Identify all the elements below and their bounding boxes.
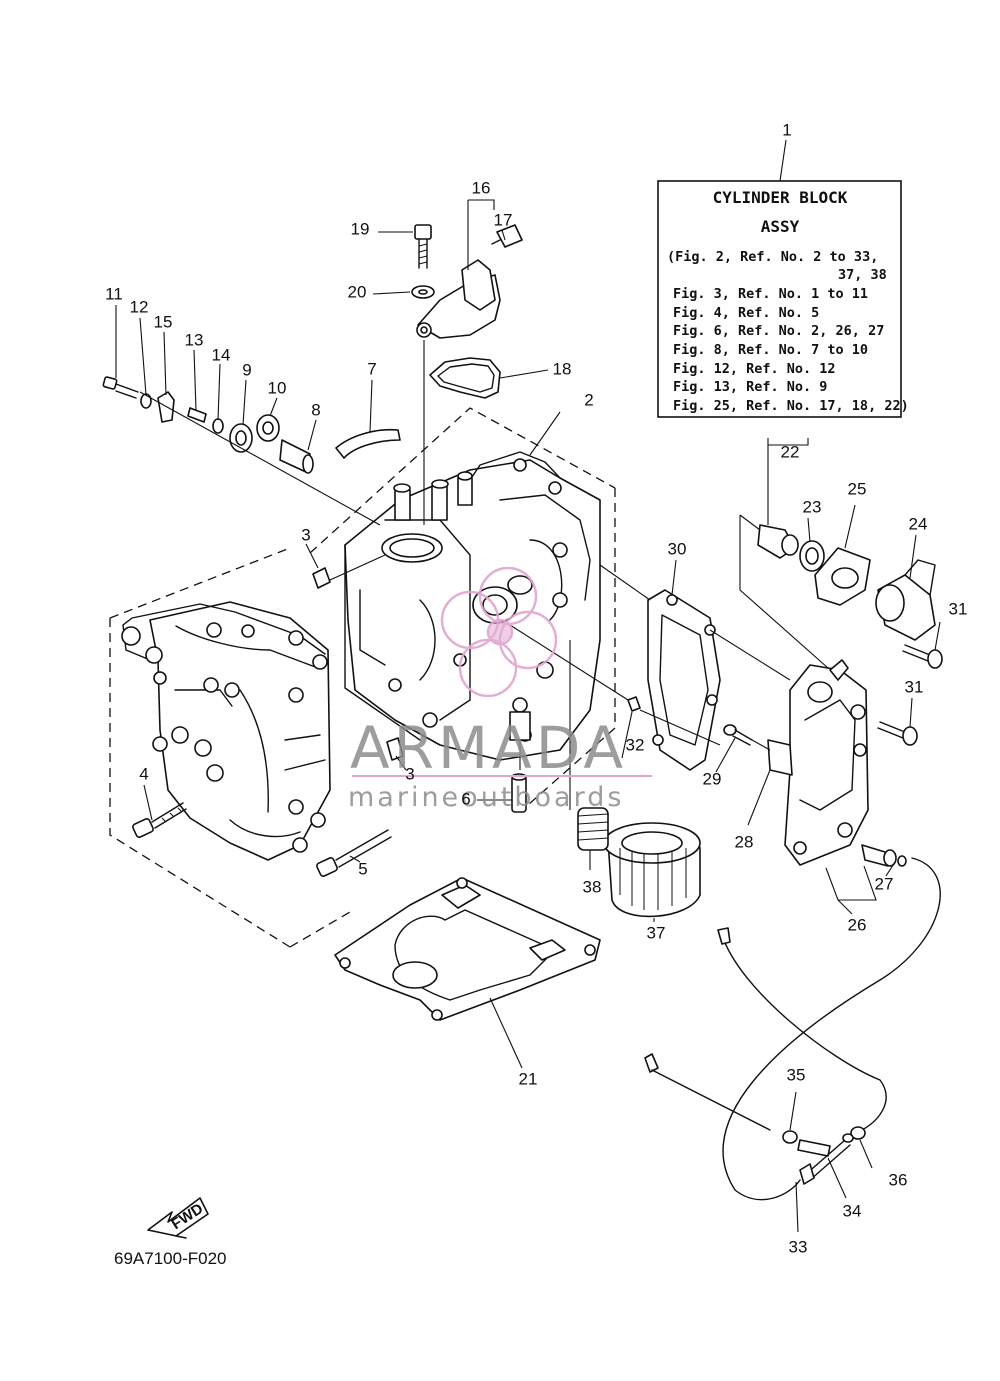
info-box-line: (Fig. 2, Ref. No. 2 to 33,	[667, 249, 878, 265]
callout-label: 25	[848, 479, 867, 498]
callout-label: 4	[139, 764, 148, 783]
callout-label: 1	[782, 120, 791, 139]
callout-label: 23	[803, 497, 822, 516]
thermostat-22-part	[757, 524, 799, 559]
info-box-line: Fig. 13, Ref. No. 9	[673, 379, 827, 395]
callout-label: 7	[367, 359, 376, 378]
dowel-pin-part	[312, 567, 404, 761]
bolt-31-part	[877, 721, 918, 746]
callout-label: 38	[583, 877, 602, 896]
bolt-29-part	[723, 724, 753, 746]
callout-label: 3	[301, 525, 310, 544]
bolt-19-part	[414, 224, 432, 269]
callout-label: 3	[405, 764, 414, 783]
callout-label: 22	[781, 442, 800, 461]
info-box-line: Fig. 12, Ref. No. 12	[673, 361, 836, 377]
callout-label: 15	[154, 312, 173, 331]
watermark-tagline: marineoutboards	[348, 782, 624, 813]
callout-label: 11	[105, 284, 123, 303]
info-box-line: Fig. 6, Ref. No. 2, 26, 27	[673, 323, 884, 339]
callout-label: 32	[626, 735, 645, 754]
diagram-code: 69A7100-F020	[114, 1249, 226, 1268]
cylinder-block-part	[344, 451, 601, 761]
callout-label: 36	[889, 1170, 908, 1189]
thermostat-cover-part	[416, 224, 523, 339]
cover-24-part	[875, 559, 936, 641]
callout-label: 20	[348, 282, 367, 301]
watermark-logo	[440, 566, 558, 698]
callout-label: 24	[909, 514, 928, 533]
callout-label: 2	[584, 390, 593, 409]
gasket-21-part	[334, 877, 601, 1021]
callout-label: 5	[358, 859, 367, 878]
callout-label: 26	[848, 915, 867, 934]
oil-filter-37-part	[603, 822, 701, 918]
gasket-25-part	[814, 547, 871, 606]
callout-label: 35	[787, 1065, 806, 1084]
info-box-title-1: CYLINDER BLOCK	[713, 188, 848, 207]
callout-label: 6	[461, 789, 470, 808]
bolt-4-part	[132, 802, 187, 838]
hose-assembly-part	[644, 857, 941, 1201]
crankcase-part	[121, 601, 331, 861]
callout-label: 30	[668, 539, 687, 558]
callout-label: 31	[949, 599, 968, 618]
watermark-brand: ARMADA	[350, 714, 627, 782]
callout-label: 10	[268, 378, 287, 397]
leader-lines	[115, 199, 941, 1233]
callout-label: 28	[735, 832, 754, 851]
callout-label: 37	[647, 923, 666, 942]
callout-label: 16	[472, 178, 491, 197]
info-box-line: Fig. 3, Ref. No. 1 to 11	[673, 286, 868, 302]
info-box-line: Fig. 4, Ref. No. 5	[673, 305, 819, 321]
info-box-title-2: ASSY	[761, 217, 800, 236]
callout-label: 18	[553, 359, 572, 378]
left-components	[102, 376, 381, 526]
bolt-5-part	[316, 829, 392, 877]
callout-label: 8	[311, 400, 320, 419]
union-38-part	[577, 807, 609, 851]
callout-label: 27	[875, 874, 894, 893]
callout-label: 33	[789, 1237, 808, 1256]
info-box-line: Fig. 25, Ref. No. 17, 18, 22)	[673, 398, 909, 414]
bolt-31-part	[902, 644, 943, 669]
callout-label: 34	[843, 1201, 862, 1220]
callout-label: 13	[185, 330, 204, 349]
callout-label: 17	[494, 210, 513, 229]
callout-label: 14	[212, 345, 231, 364]
assembly-lines	[329, 340, 829, 810]
watermark: ARMADA marineoutboards	[348, 566, 652, 813]
info-box: CYLINDER BLOCK ASSY (Fig. 2, Ref. No. 2 …	[657, 180, 909, 418]
callout-label: 12	[130, 297, 149, 316]
washer-20-part	[411, 285, 435, 299]
fwd-arrow-icon: FWD	[147, 1197, 209, 1239]
callout-label: 21	[519, 1069, 538, 1088]
callouts: 1 2 3 3 4 5 6 7 8 9 10 11 12 13 14 15 16…	[105, 120, 967, 1256]
pin-32-part	[627, 696, 641, 712]
gasket-30-part	[647, 589, 721, 771]
assembly-envelope	[109, 407, 616, 948]
callout-label: 29	[703, 769, 722, 788]
hose-7-part	[335, 428, 401, 459]
info-box-line: 37, 38	[838, 267, 887, 283]
fitting-27-part	[861, 844, 907, 867]
gasket-18-part	[429, 357, 501, 399]
callout-label: 19	[351, 219, 370, 238]
info-box-line: Fig. 8, Ref. No. 7 to 10	[673, 342, 868, 358]
seal-23-part	[799, 540, 825, 572]
callout-label: 9	[242, 360, 251, 379]
oil-pump-part	[784, 659, 869, 866]
plate-28-part	[767, 739, 793, 776]
callout-label: 31	[905, 677, 924, 696]
